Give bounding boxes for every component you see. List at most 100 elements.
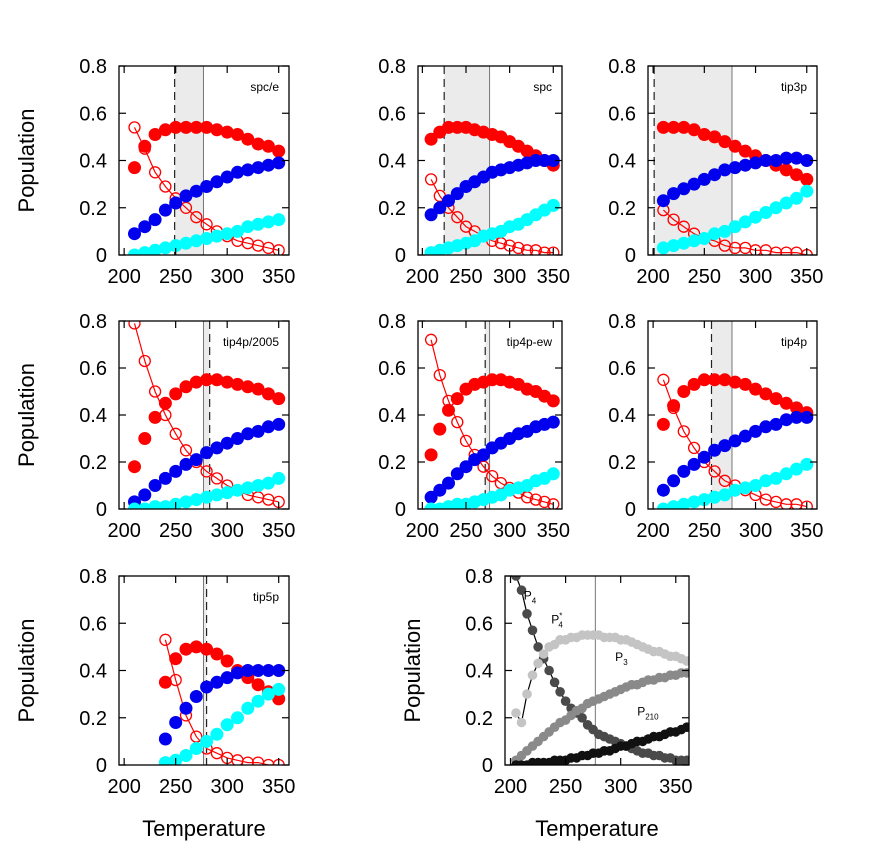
data-point <box>148 479 162 492</box>
x-axis-label: Temperature <box>142 816 266 841</box>
data-point <box>189 120 203 134</box>
data-point <box>138 220 152 234</box>
data-point <box>667 474 681 488</box>
x-tick-label: 200 <box>494 776 527 798</box>
data-point <box>749 210 762 224</box>
y-tick-label: 0.2 <box>79 452 107 474</box>
plot-area <box>656 120 814 255</box>
x-tick-label: 250 <box>688 520 721 542</box>
data-point <box>800 457 814 471</box>
data-point <box>179 642 193 656</box>
data-point <box>718 163 732 177</box>
data-point <box>779 467 793 481</box>
data-point <box>779 196 793 210</box>
panel-label: spc <box>533 80 552 94</box>
data-point <box>682 755 689 765</box>
data-point <box>158 241 172 255</box>
data-point <box>424 333 438 346</box>
data-point <box>718 439 732 453</box>
data-point <box>128 502 141 509</box>
data-point <box>687 123 701 137</box>
data-point <box>189 234 203 248</box>
panel-label: tip4p <box>781 335 807 349</box>
x-tick-label: 200 <box>406 266 439 288</box>
data-point <box>128 460 141 474</box>
data-point <box>718 373 732 387</box>
data-point <box>261 215 275 229</box>
data-point <box>190 211 203 224</box>
data-point <box>800 410 814 424</box>
x-tick-label: 350 <box>659 776 692 798</box>
data-point <box>800 500 813 509</box>
y-tick-label: 0.4 <box>465 661 493 683</box>
data-point <box>189 493 203 507</box>
data-point <box>169 716 183 729</box>
data-point <box>738 215 752 229</box>
data-point <box>148 500 162 509</box>
data-point <box>251 678 265 692</box>
data-point <box>148 410 162 424</box>
y-tick-label: 0.2 <box>79 198 107 220</box>
data-point <box>272 692 286 706</box>
series-line <box>662 209 807 255</box>
y-axis-label: Population <box>14 109 39 213</box>
data-point <box>189 742 203 755</box>
y-axis-label: Population <box>14 619 39 723</box>
data-point <box>677 464 691 478</box>
x-tick-label: 300 <box>493 520 526 542</box>
x-tick-label: 300 <box>604 776 637 798</box>
data-point <box>424 208 438 222</box>
data-point <box>749 382 762 396</box>
data-point <box>200 180 214 193</box>
data-point <box>538 649 549 659</box>
data-point <box>179 120 193 134</box>
data-point <box>272 156 286 170</box>
data-point <box>512 241 525 255</box>
data-point <box>251 479 265 492</box>
y-tick-label: 0.6 <box>378 103 406 125</box>
data-point <box>697 373 711 387</box>
y-tick-label: 0.4 <box>79 405 107 427</box>
data-point <box>667 239 681 253</box>
y-tick-label: 0.6 <box>608 103 636 125</box>
data-point <box>522 689 532 699</box>
plot-area <box>128 120 286 255</box>
data-point <box>697 172 711 186</box>
data-point <box>677 497 691 509</box>
data-point <box>667 500 681 509</box>
data-point <box>728 434 742 448</box>
x-tick-label: 300 <box>210 776 243 798</box>
plot-area <box>424 333 560 509</box>
data-point <box>159 180 172 193</box>
data-point <box>189 690 203 703</box>
y-tick-label: 0 <box>96 245 107 267</box>
x-tick-label: 250 <box>159 266 192 288</box>
x-tick-label: 350 <box>790 266 823 288</box>
curve-label: P3 <box>615 650 628 667</box>
curve-label: P*4 <box>551 611 563 629</box>
data-point <box>759 474 773 488</box>
data-point <box>511 708 521 718</box>
y-tick-label: 0.6 <box>465 613 493 635</box>
data-point <box>677 425 690 438</box>
data-point <box>169 120 183 134</box>
data-point <box>529 244 542 255</box>
data-point <box>158 732 172 746</box>
x-tick-label: 250 <box>449 520 482 542</box>
data-point <box>210 675 224 689</box>
data-point <box>549 677 560 688</box>
data-point <box>769 471 783 485</box>
y-tick-label: 0.8 <box>378 311 406 333</box>
y-tick-label: 0 <box>96 499 107 521</box>
x-tick-label: 200 <box>636 520 669 542</box>
data-point <box>546 415 560 429</box>
data-point <box>547 246 560 255</box>
plot-area <box>158 633 286 765</box>
data-point <box>210 647 224 661</box>
data-point <box>511 576 521 581</box>
data-point <box>708 373 722 387</box>
data-point <box>769 417 783 431</box>
